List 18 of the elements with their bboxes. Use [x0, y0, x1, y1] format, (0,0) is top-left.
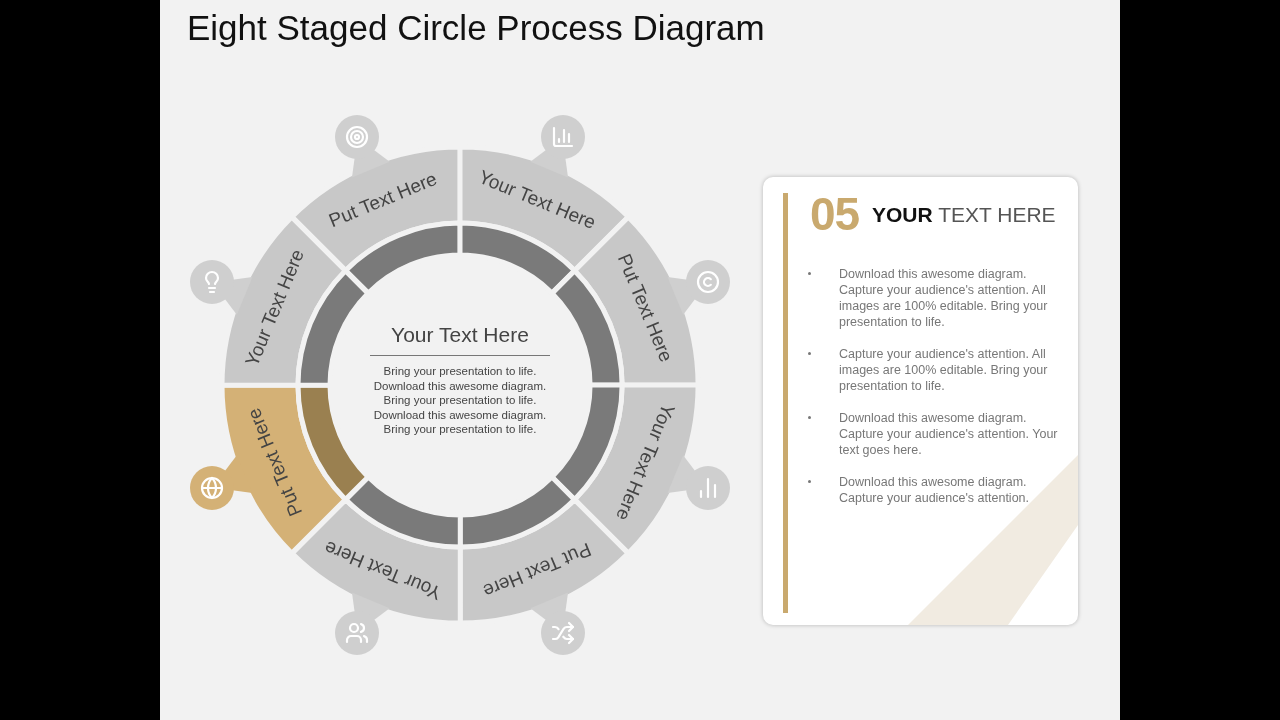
segment-label: Put Text Here: [612, 251, 677, 366]
segment-label: Your Text Here: [241, 246, 310, 371]
bullet-text: Capture your audience's attention. All images are 100% editable. Bring your presentation to life.: [839, 346, 1049, 394]
segment-label: Put Text Here: [243, 404, 308, 519]
center-title: Your Text Here: [370, 323, 550, 356]
text-card: [763, 177, 1078, 625]
segment-label: Your Text Here: [610, 399, 679, 524]
card-heading: YOUR TEXT HERE: [872, 203, 1056, 227]
segment-label: Put Text Here: [326, 168, 441, 233]
segment-label: Put Text Here: [479, 537, 594, 602]
bullet-text: Download this awesome diagram. Capture your audience's attention.: [839, 474, 1030, 506]
segment-label: Your Text Here: [321, 535, 446, 604]
segment-label: Your Text Here: [474, 166, 599, 235]
slide-title: Eight Staged Circle Process Diagram: [187, 8, 765, 48]
bullet-text: Download this awesome diagram. Capture your audience's attention. Your text goes here.: [839, 410, 1059, 458]
bullet-text: Download this awesome diagram. Capture your audience's attention. All images are 100% editable. Bring your presentation to life.: [839, 266, 1049, 330]
center-body-text: Bring your presentation to life. Download this awesome diagram. Bring your presentation to life. Download this awesome diagram. Bring your presentation to life.: [372, 364, 548, 437]
step-number: 05: [810, 187, 860, 241]
